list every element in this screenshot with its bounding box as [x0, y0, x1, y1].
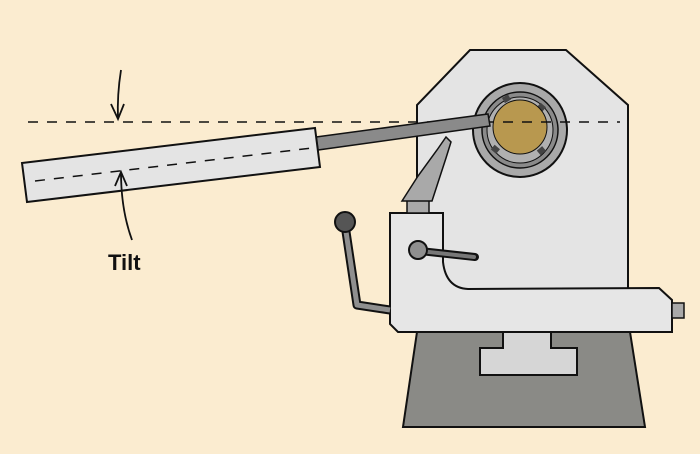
workpiece-end — [492, 99, 548, 155]
cross-slide-ball — [408, 240, 428, 260]
cutting-tool — [400, 135, 452, 202]
carriage — [389, 212, 673, 333]
tilt-arrow-top — [110, 69, 125, 122]
carriage-lever-ball — [334, 211, 356, 233]
chuck-jaws — [490, 94, 546, 156]
tilt-arrow-bottom — [114, 169, 133, 241]
tube-axis-line — [34, 147, 313, 182]
tilt-label: Tilt — [108, 250, 141, 275]
tool-post-block — [406, 199, 430, 214]
carriage-lever-rod-fill — [342, 224, 391, 313]
bed-end-knob — [671, 302, 685, 319]
base-slot — [479, 331, 578, 376]
cross-slide-handle-fill — [418, 249, 476, 259]
